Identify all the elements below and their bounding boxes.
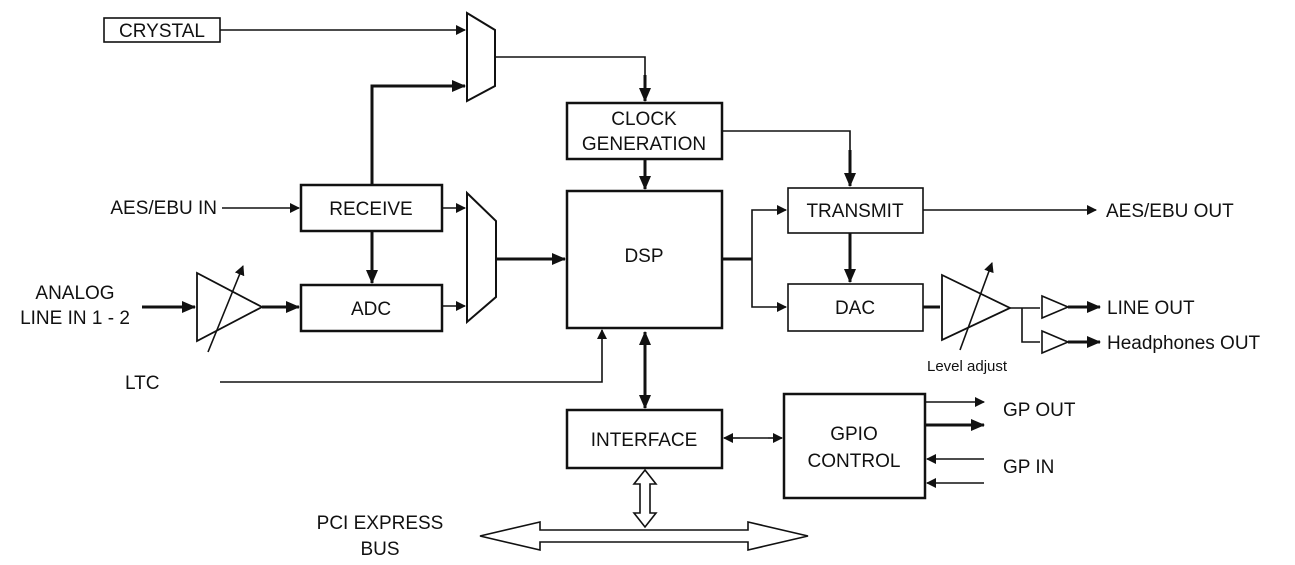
aes-in-label: AES/EBU IN xyxy=(110,198,217,219)
analog-label-line2: LINE IN 1 - 2 xyxy=(20,308,130,329)
pci-label-line2: BUS xyxy=(360,539,399,560)
clock-generation-block: CLOCK GENERATION xyxy=(565,101,724,161)
interface-label: INTERFACE xyxy=(591,430,698,451)
gpio-control-block: GPIO CONTROL xyxy=(782,392,927,500)
pci-label-line1: PCI EXPRESS xyxy=(317,513,444,534)
transmit-block: TRANSMIT xyxy=(787,187,924,234)
input-mux xyxy=(466,190,497,325)
dsp-block: DSP xyxy=(565,189,724,330)
receive-to-mux-wire xyxy=(370,80,466,185)
line-out-buffer xyxy=(1041,294,1071,320)
dsp-label: DSP xyxy=(624,246,663,267)
transmit-label: TRANSMIT xyxy=(806,201,904,222)
adc-block: ADC xyxy=(299,283,444,333)
ltc-label: LTC xyxy=(125,373,159,394)
receive-block: RECEIVE xyxy=(299,183,444,233)
line-out-label: LINE OUT xyxy=(1107,298,1195,319)
gp-in-label: GP IN xyxy=(1003,457,1054,478)
gpio-label-line2: CONTROL xyxy=(808,451,901,472)
level-adjust-label: Level adjust xyxy=(927,358,1008,375)
dac-block: DAC xyxy=(787,283,924,332)
dac-label: DAC xyxy=(835,298,875,319)
adc-label: ADC xyxy=(351,299,391,320)
crystal-block: CRYSTAL xyxy=(103,17,221,43)
interface-to-bus-arrow xyxy=(632,468,658,529)
aes-out-label: AES/EBU OUT xyxy=(1106,201,1234,222)
interface-block: INTERFACE xyxy=(565,408,724,470)
clock-label-line2: GENERATION xyxy=(582,134,706,155)
receive-label: RECEIVE xyxy=(329,199,412,220)
ltc-wire xyxy=(220,329,607,383)
gpio-label-line1: GPIO xyxy=(830,424,878,445)
output-level-amplifier xyxy=(941,262,1013,351)
mux-to-clock-wire xyxy=(495,56,646,90)
dsp-to-transmit-wire xyxy=(751,205,787,259)
input-gain-amplifier xyxy=(196,265,264,353)
level-amp-to-buffers-wire xyxy=(1010,307,1040,343)
analog-label-line1: ANALOG xyxy=(35,283,114,304)
headphones-out-label: Headphones OUT xyxy=(1107,333,1261,354)
clock-label-line1: CLOCK xyxy=(611,109,677,130)
gp-out-label: GP OUT xyxy=(1003,400,1076,421)
crystal-label: CRYSTAL xyxy=(119,21,205,42)
clock-source-mux xyxy=(466,11,496,103)
headphones-buffer xyxy=(1041,329,1071,355)
dsp-to-dac-wire xyxy=(751,259,787,312)
clock-to-transmit-wire xyxy=(722,130,851,160)
pci-express-bus xyxy=(479,520,809,552)
